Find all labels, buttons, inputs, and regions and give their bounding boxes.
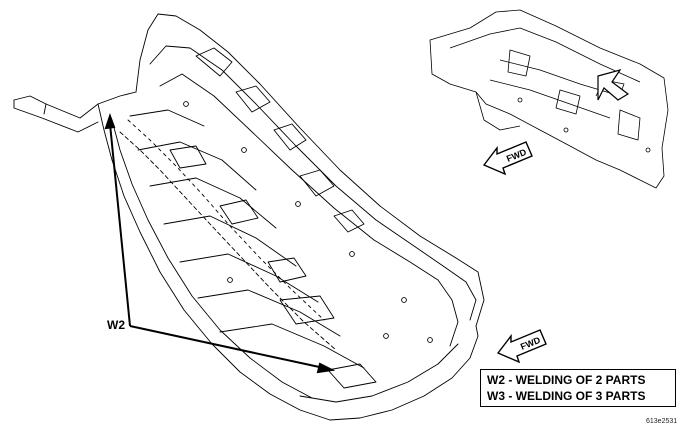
legend-line-w2: W2 - WELDING OF 2 PARTS (487, 373, 646, 387)
w2-callout-label: W2 (107, 318, 125, 332)
weld-legend: W2 - WELDING OF 2 PARTS W3 - WELDING OF … (480, 369, 676, 407)
legend-line-w3: W3 - WELDING OF 3 PARTS (487, 389, 646, 403)
figure-id: 613e2531 (646, 418, 678, 425)
inset-dash-panel (429, 9, 669, 189)
fwd-arrow-lower (496, 329, 547, 364)
fwd-arrow-upper (482, 141, 533, 176)
w2-leader-lower (129, 325, 325, 369)
w2-leader-upper (109, 123, 131, 327)
w2-leader-lines (104, 112, 336, 374)
inset-view-arrow (597, 68, 630, 101)
w2-arrowhead-upper (104, 112, 116, 130)
w2-arrowhead-lower (316, 362, 336, 374)
cowl-panel-main (13, 13, 485, 421)
